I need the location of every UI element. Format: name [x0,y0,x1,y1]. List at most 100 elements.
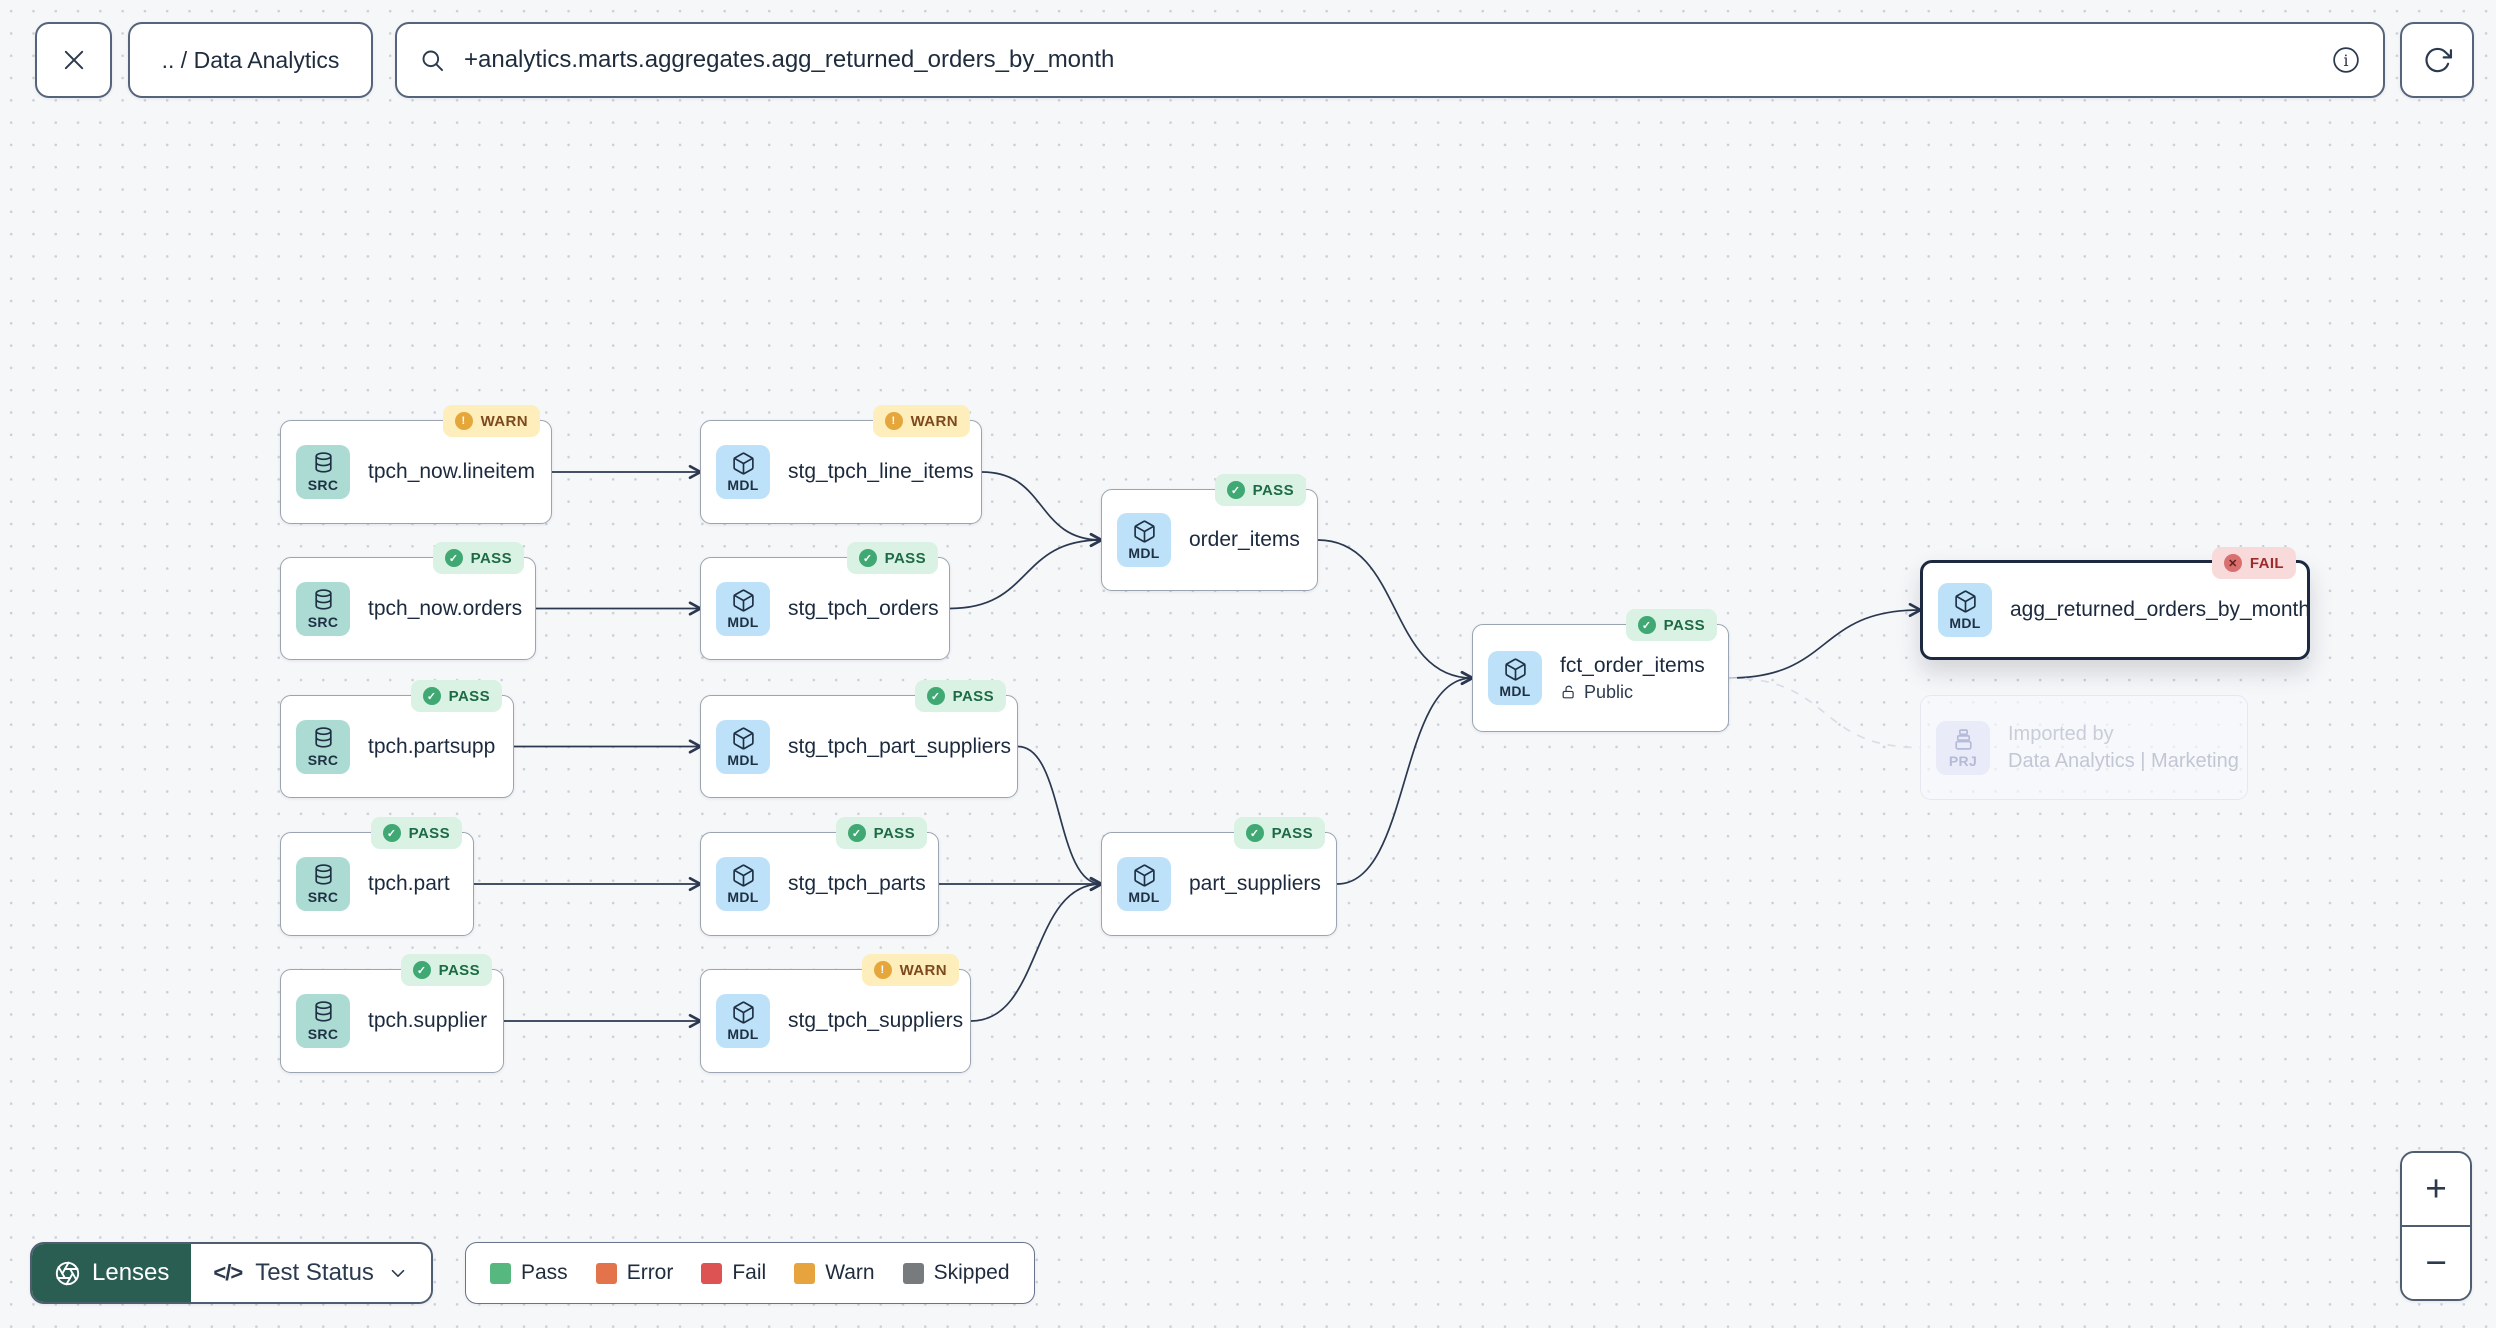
status-icon: ✓ [926,687,945,705]
status-icon: ✓ [412,961,431,979]
database-tile: SRC [296,445,350,499]
cube-icon [731,726,756,751]
status-badge-pass: ✓PASS [1625,609,1717,641]
legend-item-warn: Warn [794,1261,875,1285]
cube-icon [1132,863,1157,888]
status-badge-warn: !WARN [872,405,970,437]
info-icon[interactable]: i [2331,45,2361,75]
node-imported_by[interactable]: PRJ Imported by Data Analytics | Marketing [1920,695,2248,800]
breadcrumb[interactable]: .. / Data Analytics [128,22,373,98]
node-type-label: MDL [1499,683,1531,699]
cube-tile: MDL [716,445,770,499]
zoom-in-button[interactable]: + [2402,1153,2470,1225]
lenses-button[interactable]: Lenses [32,1244,192,1302]
status-label: PASS [448,687,490,705]
node-line-1: Imported by [2008,722,2114,745]
node-type-label: SRC [307,751,339,768]
cube-icon [1132,519,1157,544]
refresh-icon [2422,45,2453,76]
database-icon [311,451,336,476]
status-label: WARN [899,961,947,979]
legend-swatch-fail [701,1262,723,1284]
edge-order_items-to-fct_order_items [1317,539,1474,686]
legend-item-pass: Pass [490,1261,568,1285]
node-part_suppliers[interactable]: MDL part_suppliers ✓PASS [1101,817,1337,936]
edge-stg_tpch_suppliers-to-part_suppliers [970,876,1103,1022]
refresh-button[interactable] [2400,22,2474,98]
node-text: part_suppliers [1189,872,1321,896]
close-icon [60,46,88,74]
legend-swatch-error [595,1262,617,1284]
legend-swatch-pass [490,1262,511,1284]
node-label: tpch.supplier [368,1009,488,1032]
node-label: order_items [1189,528,1300,551]
node-text: stg_tpch_part_suppliers [788,735,1011,759]
test-status-legend: Pass Error Fail Warn Skipped [465,1242,1035,1304]
cube-tile: MDL [1938,583,1992,637]
database-tile: SRC [296,581,350,636]
status-label: PASS [470,549,512,567]
lenses-label: Lenses [92,1259,170,1286]
cube-tile: MDL [1117,857,1171,911]
search-bar: i [395,22,2385,98]
legend-label: Error [626,1261,674,1284]
node-type-label: MDL [1128,545,1160,561]
node-text: agg_returned_orders_by_month [2010,598,2310,622]
access-text: Public [1584,681,1634,702]
cube-icon [731,588,756,613]
node-label: stg_tpch_suppliers [788,1009,964,1032]
database-icon [311,1000,336,1025]
status-label: PASS [408,824,450,842]
legend-label: Skipped [933,1261,1010,1284]
status-badge-pass: ✓PASS [1233,817,1325,849]
node-label: stg_tpch_orders [788,596,939,620]
node-type-label: MDL [727,751,759,768]
status-badge-warn: !WARN [442,405,540,437]
legend-item-error: Error [595,1261,674,1285]
lens-selector[interactable]: </> Test Status [191,1244,431,1302]
search-icon [419,47,446,74]
node-stg_tpch_line_items[interactable]: MDL stg_tpch_line_items !WARN [700,405,982,524]
status-icon: ! [884,412,903,430]
status-label: WARN [480,412,528,430]
svg-text:i: i [2343,51,2348,70]
cube-tile: MDL [716,719,770,774]
status-icon: ✓ [444,549,463,567]
database-icon [311,863,336,888]
cube-tile: MDL [1488,651,1542,705]
project-tile: PRJ [1936,720,1990,775]
zoom-out-button[interactable]: − [2402,1225,2470,1299]
search-input[interactable] [462,45,2315,75]
node-text: stg_tpch_orders [788,597,939,621]
close-button[interactable] [35,22,112,98]
breadcrumb-label: .. / Data Analytics [161,46,340,73]
legend-label: Fail [732,1261,767,1284]
node-label: tpch.part [368,872,450,895]
node-tpch.partsupp[interactable]: SRC tpch.partsupp ✓ PASS [280,680,514,798]
legend-label: Warn [825,1261,875,1284]
status-icon: ✓ [422,687,441,705]
unlock-icon [1560,684,1577,701]
node-type-label: MDL [727,477,759,493]
node-text: stg_tpch_line_items [788,460,974,484]
node-type-label: SRC [307,477,339,493]
status-icon: ! [873,961,892,979]
zoom-controls: + − [2400,1151,2472,1301]
node-text: order_items [1189,528,1300,552]
node-label: stg_tpch_parts [788,872,926,895]
node-label: tpch.partsupp [368,734,496,758]
node-label: agg_returned_orders_by_month [2010,598,2311,621]
node-line-2: Data Analytics | Marketing [2008,749,2239,772]
